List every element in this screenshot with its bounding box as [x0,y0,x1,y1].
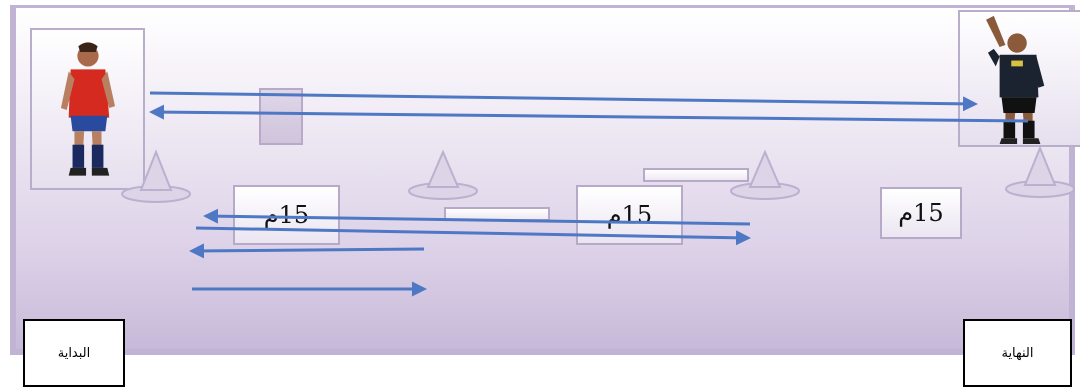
hurdle-block [259,88,303,145]
distance-label-text: 15م [898,199,944,227]
distance-label: 15م [576,185,683,245]
hurdle-bar [444,207,550,221]
training-field [10,5,1075,355]
referee-icon [986,15,1045,145]
distance-label: 15م [233,185,340,245]
referee-photo [958,10,1080,147]
end-label: النهاية [1001,345,1034,361]
distance-label-text: 15م [263,201,310,229]
distance-label: 15م [880,187,962,239]
end-label-box: النهاية [963,319,1072,387]
hurdle-bar [643,168,749,182]
distance-label-text: 15م [606,201,653,229]
player-start-icon [60,42,116,176]
player-start-photo [30,28,145,190]
start-label-box: البداية [23,319,125,387]
start-label: البداية [57,345,91,361]
